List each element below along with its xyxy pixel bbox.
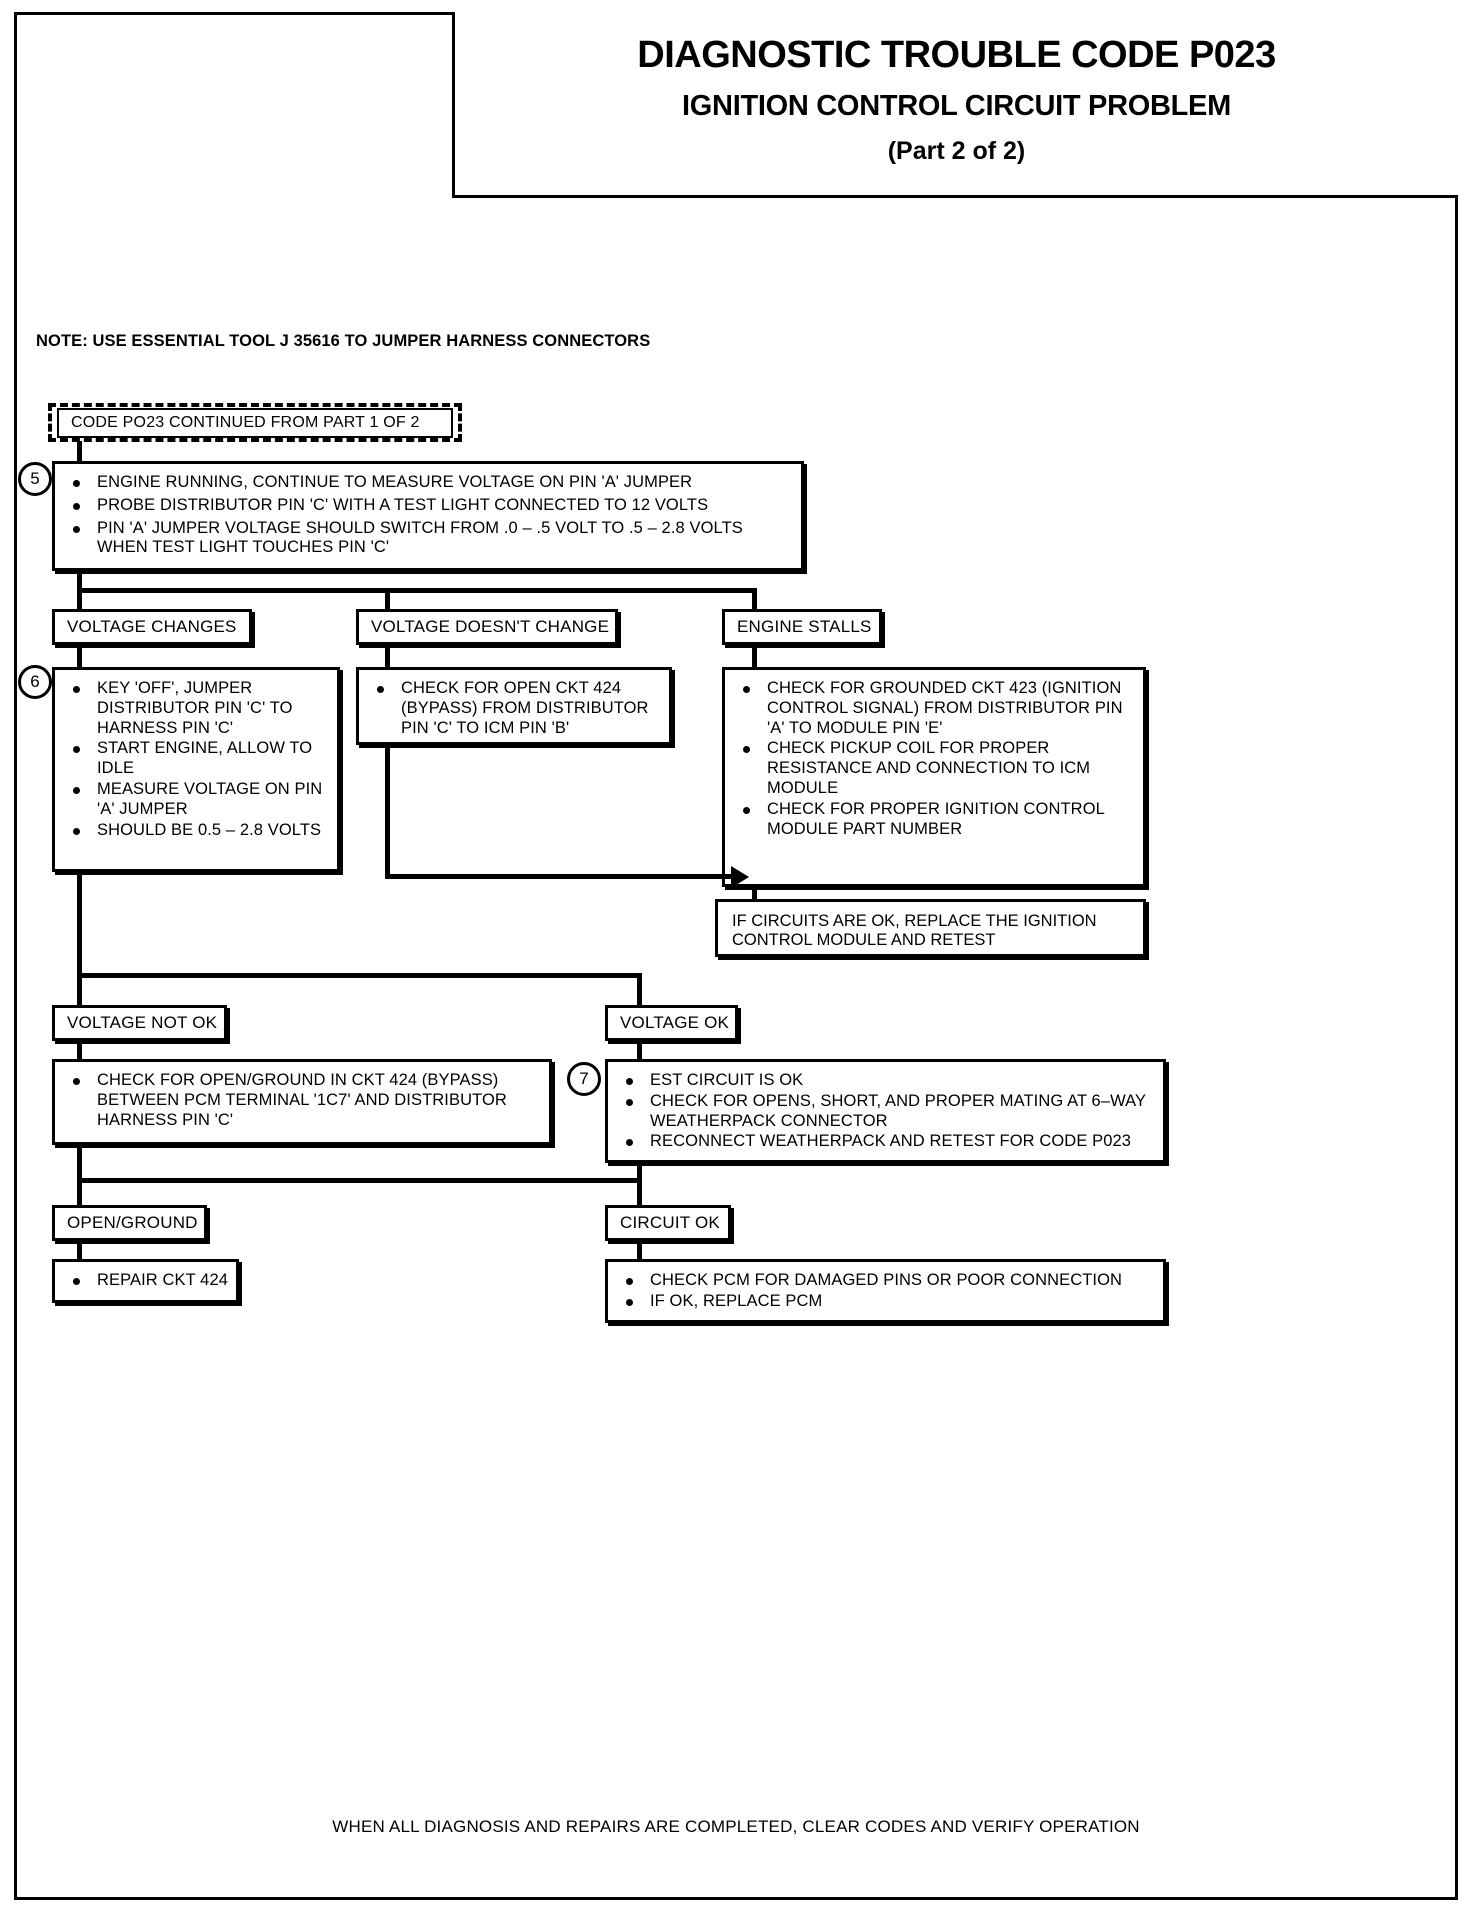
page-title: DIAGNOSTIC TROUBLE CODE P023 <box>637 34 1276 76</box>
open-ckt424-bullet-list: CHECK FOR OPEN CKT 424 (BYPASS) FROM DIS… <box>359 670 669 749</box>
pcm-checks-bullet-1: CHECK PCM FOR DAMAGED PINS OR POOR CONNE… <box>608 1271 1155 1291</box>
step6-bullet-list: KEY 'OFF', JUMPER DISTRIBUTOR PIN 'C' TO… <box>55 670 337 849</box>
engine-stalls-bullet-list: CHECK FOR GROUNDED CKT 423 (IGNITION CON… <box>725 670 1143 848</box>
step7-bullet-3: RECONNECT WEATHERPACK AND RETEST FOR COD… <box>608 1132 1155 1152</box>
connector-branch-engine-stalls <box>752 588 757 610</box>
branch-voltage-ok: VOLTAGE OK <box>605 1005 738 1041</box>
connector-voltage-split <box>77 973 642 978</box>
connector-circuit-ok-to-pcm <box>637 1241 642 1261</box>
connector-voltage-doesnt-change-down <box>385 645 390 669</box>
engine-stalls-bullet-1: CHECK FOR GROUNDED CKT 423 (IGNITION CON… <box>725 679 1135 738</box>
branch-voltage-changes: VOLTAGE CHANGES <box>52 609 252 645</box>
step-marker-5: 5 <box>18 462 52 496</box>
check-open-ground-box: CHECK FOR OPEN/GROUND IN CKT 424 (BYPASS… <box>52 1059 552 1145</box>
branch-voltage-not-ok: VOLTAGE NOT OK <box>52 1005 227 1041</box>
essential-tool-note: NOTE: USE ESSENTIAL TOOL J 35616 TO JUMP… <box>36 332 651 350</box>
repair-ckt424-box: REPAIR CKT 424 <box>52 1259 239 1303</box>
connector-branch-voltage-doesnt-change <box>385 588 390 610</box>
step6-bullet-4: SHOULD BE 0.5 – 2.8 VOLTS <box>55 821 329 841</box>
connector-voltage-not-ok-down <box>77 973 82 1005</box>
connector-engine-stalls-down <box>752 645 757 669</box>
branch-voltage-ok-label: VOLTAGE OK <box>620 1012 730 1032</box>
step7-bullet-list: EST CIRCUIT IS OK CHECK FOR OPENS, SHORT… <box>608 1062 1163 1161</box>
step-marker-6: 6 <box>18 665 52 699</box>
branch-circuit-ok: CIRCUIT OK <box>605 1205 731 1241</box>
connector-branch-voltage-changes <box>77 588 82 610</box>
engine-stalls-bullet-2: CHECK PICKUP COIL FOR PROPER RESISTANCE … <box>725 739 1135 798</box>
branch-engine-stalls-label: ENGINE STALLS <box>737 616 872 636</box>
branch-voltage-changes-label: VOLTAGE CHANGES <box>67 616 237 636</box>
title-block: DIAGNOSTIC TROUBLE CODE P023 IGNITION CO… <box>452 12 1458 198</box>
connector-open-ckt424-to-replace <box>385 874 731 879</box>
step5-bullet-3: PIN 'A' JUMPER VOLTAGE SHOULD SWITCH FRO… <box>55 519 793 559</box>
check-open-ground-bullet-1: CHECK FOR OPEN/GROUND IN CKT 424 (BYPASS… <box>55 1071 541 1130</box>
connector-step6-down <box>77 872 82 977</box>
connector-step5-down <box>77 571 82 593</box>
branch-voltage-not-ok-label: VOLTAGE NOT OK <box>67 1012 218 1032</box>
connector-voltage-ok-to-step7 <box>637 1041 642 1061</box>
pcm-checks-bullet-list: CHECK PCM FOR DAMAGED PINS OR POOR CONNE… <box>608 1262 1163 1321</box>
branch-voltage-doesnt-change: VOLTAGE DOESN'T CHANGE <box>356 609 618 645</box>
replace-icm-text: IF CIRCUITS ARE OK, REPLACE THE IGNITION… <box>732 912 1097 950</box>
step5-bullet-list: ENGINE RUNNING, CONTINUE TO MEASURE VOLT… <box>55 464 801 569</box>
repair-ckt424-bullet-list: REPAIR CKT 424 <box>55 1262 236 1302</box>
connector-open-ground-down <box>77 1178 82 1205</box>
step-6-number: 6 <box>30 672 40 691</box>
check-open-ground-bullet-list: CHECK FOR OPEN/GROUND IN CKT 424 (BYPASS… <box>55 1062 549 1141</box>
connector-stalls-to-replace <box>752 887 757 901</box>
step6-bullet-3: MEASURE VOLTAGE ON PIN 'A' JUMPER <box>55 780 329 820</box>
step7-bullet-1: EST CIRCUIT IS OK <box>608 1071 1155 1091</box>
open-ckt424-bullet-1: CHECK FOR OPEN CKT 424 (BYPASS) FROM DIS… <box>359 679 661 738</box>
step7-box: EST CIRCUIT IS OK CHECK FOR OPENS, SHORT… <box>605 1059 1166 1163</box>
footer-text: WHEN ALL DIAGNOSIS AND REPAIRS ARE COMPL… <box>332 1817 1140 1836</box>
open-ckt424-box: CHECK FOR OPEN CKT 424 (BYPASS) FROM DIS… <box>356 667 672 745</box>
entry-box: CODE PO23 CONTINUED FROM PART 1 OF 2 <box>57 408 453 438</box>
branch-open-ground-label: OPEN/GROUND <box>67 1212 198 1232</box>
step5-bullet-1: ENGINE RUNNING, CONTINUE TO MEASURE VOLT… <box>55 473 793 493</box>
step5-bullet-2: PROBE DISTRIBUTOR PIN 'C' WITH A TEST LI… <box>55 496 793 516</box>
page-part-label: (Part 2 of 2) <box>887 137 1026 165</box>
connector-circuit-ok-down <box>637 1163 642 1205</box>
connector-open-ground-to-repair <box>77 1241 82 1261</box>
branch-engine-stalls: ENGINE STALLS <box>722 609 882 645</box>
connector-bottom-split <box>77 1178 642 1183</box>
connector-check-open-ground-down <box>77 1145 82 1203</box>
branch-open-ground: OPEN/GROUND <box>52 1205 207 1241</box>
connector-open-ckt424-down <box>385 745 390 878</box>
connector-voltage-not-ok-to-check <box>77 1041 82 1061</box>
connector-voltage-changes-down <box>77 645 82 669</box>
pcm-checks-bullet-2: IF OK, REPLACE PCM <box>608 1292 1155 1312</box>
pcm-checks-box: CHECK PCM FOR DAMAGED PINS OR POOR CONNE… <box>605 1259 1166 1323</box>
step-5-number: 5 <box>30 469 40 488</box>
engine-stalls-bullet-3: CHECK FOR PROPER IGNITION CONTROL MODULE… <box>725 800 1135 840</box>
repair-ckt424-bullet-1: REPAIR CKT 424 <box>55 1271 228 1291</box>
branch-voltage-doesnt-change-label: VOLTAGE DOESN'T CHANGE <box>371 616 610 636</box>
connector-entry-to-step5 <box>77 441 82 463</box>
step-marker-7: 7 <box>567 1062 601 1096</box>
arrow-into-replace-icm <box>731 866 749 888</box>
page-subtitle: IGNITION CONTROL CIRCUIT PROBLEM <box>682 90 1231 122</box>
connector-step5-horizontal <box>77 588 757 593</box>
step6-bullet-2: START ENGINE, ALLOW TO IDLE <box>55 739 329 779</box>
replace-icm-box: IF CIRCUITS ARE OK, REPLACE THE IGNITION… <box>715 899 1146 957</box>
step7-bullet-2: CHECK FOR OPENS, SHORT, AND PROPER MATIN… <box>608 1092 1155 1132</box>
connector-voltage-ok-down <box>637 973 642 1005</box>
step6-box: KEY 'OFF', JUMPER DISTRIBUTOR PIN 'C' TO… <box>52 667 340 872</box>
step6-bullet-1: KEY 'OFF', JUMPER DISTRIBUTOR PIN 'C' TO… <box>55 679 329 738</box>
branch-circuit-ok-label: CIRCUIT OK <box>620 1212 720 1232</box>
step5-box: ENGINE RUNNING, CONTINUE TO MEASURE VOLT… <box>52 461 804 571</box>
engine-stalls-checks-box: CHECK FOR GROUNDED CKT 423 (IGNITION CON… <box>722 667 1146 887</box>
entry-label: CODE PO23 CONTINUED FROM PART 1 OF 2 <box>71 413 420 431</box>
step-7-number: 7 <box>579 1069 589 1088</box>
